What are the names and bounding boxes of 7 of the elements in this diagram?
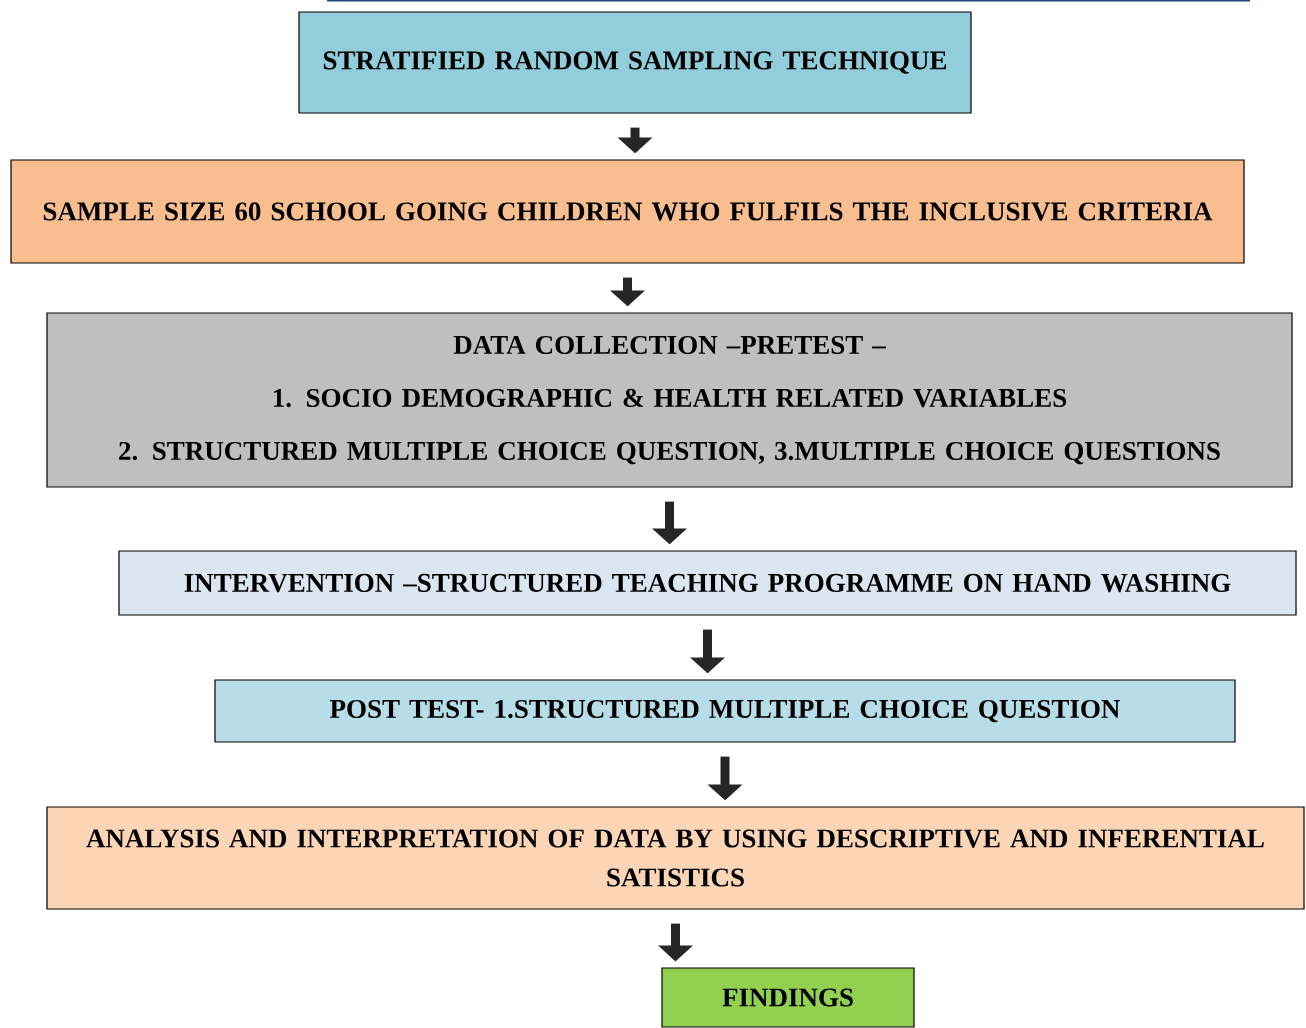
process-box: SAMPLE SIZE 60 SCHOOL GOING CHILDREN WHO FULFILS THE INCLUSIVE CRITERIA bbox=[10, 159, 1245, 264]
process-box: DATA COLLECTION –PRETEST – 1. SOCIO DEMOGRAPHIC & HEALTH RELATED VARIABLES 2. STRUCTURED MULTIPLE CHOICE QUESTION, 3.MULTIPLE CHOICE QUESTIONS bbox=[46, 312, 1293, 488]
process-box: STRATIFIED RANDOM SAMPLING TECHNIQUE bbox=[298, 11, 972, 114]
process-box: FINDINGS bbox=[661, 967, 915, 1028]
process-box: INTERVENTION –STRUCTURED TEACHING PROGRAMME ON HAND WASHING bbox=[118, 550, 1297, 616]
process-box: POST TEST- 1.STRUCTURED MULTIPLE CHOICE QUESTION bbox=[214, 679, 1236, 743]
process-box: ANALYSIS AND INTERPRETATION OF DATA BY USING DESCRIPTIVE AND INFERENTIAL SATISTICS bbox=[46, 806, 1305, 910]
